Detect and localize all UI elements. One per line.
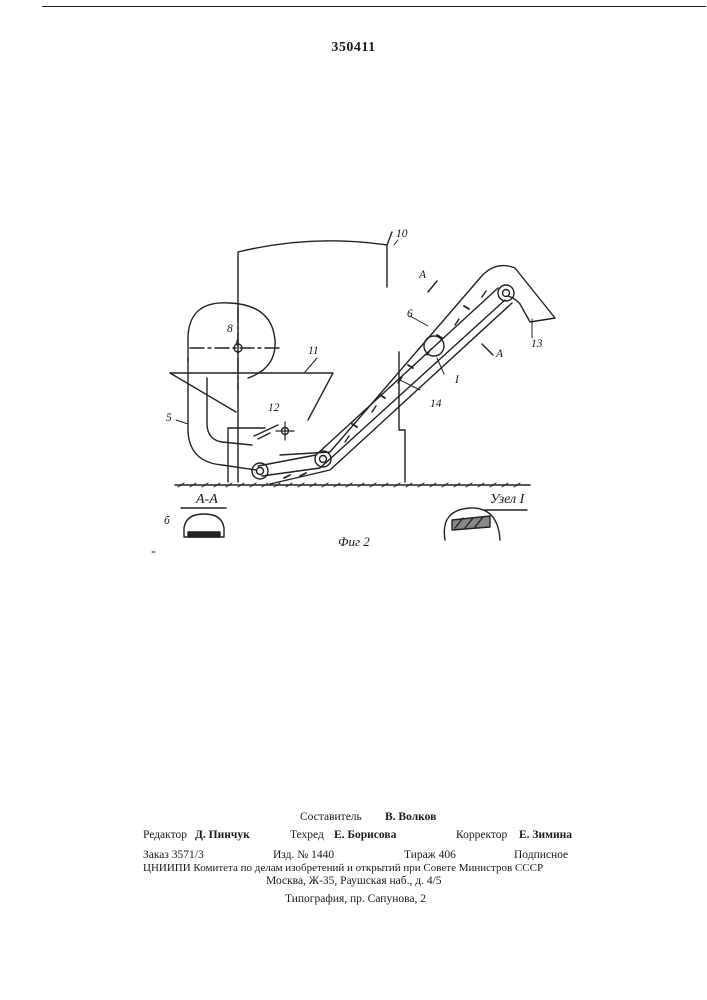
composer-label: Составитель — [300, 811, 362, 823]
label-12: 12 — [268, 402, 280, 414]
label-6: 6 — [407, 308, 413, 320]
editor-label: Редактор — [143, 829, 187, 841]
node-i-title: Узел I — [490, 492, 524, 508]
issue-number: Изд. № 1440 — [273, 849, 334, 861]
section-aa-detail — [181, 508, 226, 537]
housing-tank — [228, 232, 405, 482]
label-14: 14 — [430, 398, 442, 410]
label-5: 5 — [166, 412, 172, 424]
print-run: Тираж 406 — [404, 849, 456, 861]
figure-caption: Фиг 2 — [338, 534, 370, 550]
conveyor — [252, 266, 555, 484]
techred-name: Е. Борисова — [334, 829, 396, 841]
organization-line: ЦНИИПИ Комитета по делам изобретений и о… — [143, 862, 543, 874]
order-number: Заказ 3571/3 — [143, 849, 204, 861]
editor-name: Д. Пинчук — [195, 829, 250, 841]
label-8: 8 — [227, 323, 233, 335]
label-10: 10 — [396, 228, 408, 240]
address-line: Москва, Ж-35, Раушская наб., д. 4/5 — [266, 875, 442, 887]
hopper — [170, 373, 333, 439]
subscription: Подписное — [514, 849, 568, 861]
drum — [188, 303, 280, 470]
techred-label: Техред — [290, 829, 324, 841]
label-11: 11 — [308, 345, 319, 357]
node-i-detail — [444, 508, 527, 540]
agitator — [276, 422, 294, 440]
label-a-top: A — [419, 269, 426, 281]
ground-line — [175, 483, 530, 487]
corrector-name: Е. Зимина — [519, 829, 572, 841]
section-part-label: б — [164, 515, 170, 527]
label-13: 13 — [531, 338, 543, 350]
section-aa-title: А-А — [196, 492, 218, 508]
label-roman-i: I — [455, 374, 459, 386]
printer-line: Типография, пр. Сапунова, 2 — [285, 893, 426, 905]
corrector-label: Корректор — [456, 829, 507, 841]
composer-name: В. Волков — [385, 811, 436, 823]
label-a-right: A — [496, 348, 503, 360]
